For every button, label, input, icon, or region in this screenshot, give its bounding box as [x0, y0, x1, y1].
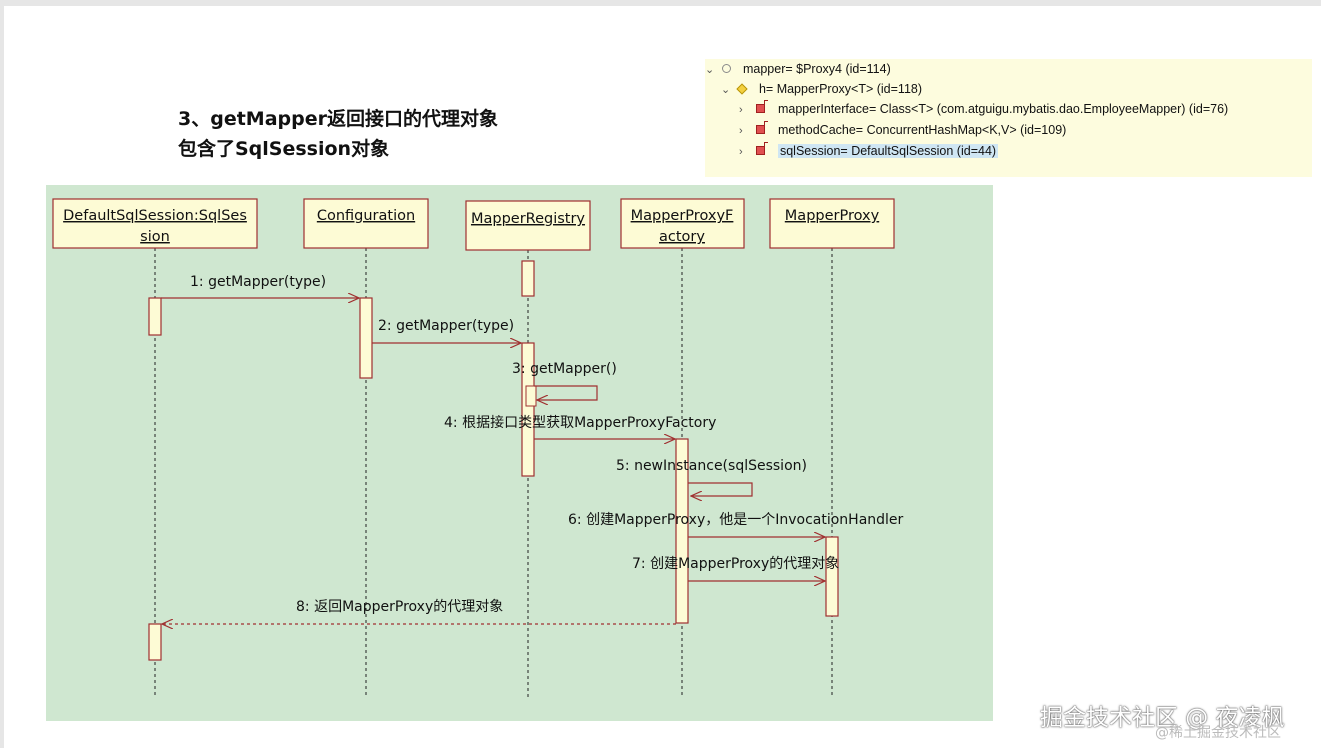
chevron-right-icon[interactable]: ›	[739, 146, 743, 158]
lifeline-label-default-sql-session-line2: sion	[140, 229, 170, 245]
final-field-icon	[756, 142, 769, 156]
activation-bar-session-1	[148, 297, 162, 336]
debug-row-text: h= MapperProxy<T> (id=118)	[758, 82, 923, 96]
message-arrow-3	[534, 385, 598, 400]
local-variable-icon	[722, 64, 732, 74]
activation-bar-configuration	[359, 297, 373, 379]
message-label-7: 7: 创建MapperProxy的代理对象	[632, 556, 839, 572]
debug-row-h[interactable]: ⌄ h= MapperProxy<T> (id=118)	[721, 79, 922, 99]
lifeline-box-mapper-registry	[465, 200, 591, 251]
lifeline-box-mapper-proxy-factory	[620, 198, 745, 249]
activation-bar-registry-top	[521, 260, 535, 297]
final-field-icon	[756, 100, 769, 114]
debug-row-text: mapperInterface= Class<T> (com.atguigu.m…	[777, 102, 1229, 116]
message-arrow-5	[688, 482, 753, 496]
lifeline-label-mapper-proxy-factory-line1: MapperProxyF	[631, 208, 734, 224]
chevron-right-icon[interactable]: ›	[739, 125, 743, 137]
message-label-2: 2: getMapper(type)	[378, 318, 514, 334]
chevron-down-icon[interactable]: ⌄	[721, 84, 731, 96]
watermark-sub: @稀土掘金技术社区	[1155, 725, 1281, 741]
lifeline-label-mapper-proxy-factory-line2: actory	[659, 229, 705, 245]
slide-title-line-2: 包含了SqlSession对象	[178, 138, 390, 160]
debug-row-mapper-interface[interactable]: › mapperInterface= Class<T> (com.atguigu…	[739, 99, 1228, 119]
lifeline-label-default-sql-session-line1: DefaultSqlSession:SqlSes	[63, 208, 247, 224]
lifeline-label-mapper-proxy: MapperProxy	[785, 208, 880, 224]
message-label-3: 3: getMapper()	[512, 361, 617, 377]
activation-bar-registry-nested	[525, 385, 537, 407]
debug-row-method-cache[interactable]: › methodCache= ConcurrentHashMap<K,V> (i…	[739, 120, 1066, 140]
lifeline-box-mapper-proxy	[769, 198, 895, 249]
debug-row-text: methodCache= ConcurrentHashMap<K,V> (id=…	[777, 123, 1067, 137]
lifeline-box-default-sql-session	[52, 198, 258, 249]
left-border	[0, 0, 4, 748]
message-label-1: 1: getMapper(type)	[190, 274, 326, 290]
message-label-5: 5: newInstance(sqlSession)	[616, 458, 807, 474]
debug-row-text-selected: sqlSession= DefaultSqlSession (id=44)	[777, 144, 999, 158]
watermark: 掘金技术社区 @ 夜凌枫	[1040, 705, 1285, 731]
chevron-down-icon[interactable]: ⌄	[705, 64, 715, 76]
message-label-8: 8: 返回MapperProxy的代理对象	[296, 599, 503, 615]
debug-row-mapper[interactable]: ⌄ mapper= $Proxy4 (id=114)	[705, 59, 891, 79]
activation-bar-registry	[521, 342, 535, 477]
message-label-4: 4: 根据接口类型获取MapperProxyFactory	[444, 414, 716, 431]
debug-row-text: mapper= $Proxy4 (id=114)	[742, 62, 891, 76]
debugger-variables-panel: ⌄ mapper= $Proxy4 (id=114) ⌄ h= MapperPr…	[705, 59, 1312, 177]
debug-row-sql-session[interactable]: › sqlSession= DefaultSqlSession (id=44)	[739, 141, 999, 161]
message-label-6: 6: 创建MapperProxy，他是一个InvocationHandler	[568, 512, 904, 528]
final-field-icon	[756, 121, 769, 135]
lifeline-label-mapper-registry: MapperRegistry	[471, 211, 585, 227]
lifeline-box-configuration	[303, 198, 429, 249]
activation-bar-factory	[675, 438, 689, 624]
slide-title: 3、getMapper返回接口的代理对象 包含了SqlSession对象	[178, 104, 498, 164]
lifeline-label-configuration: Configuration	[317, 208, 415, 224]
slide-title-line-1: 3、getMapper返回接口的代理对象	[178, 108, 498, 130]
activation-bar-mapper-proxy	[825, 536, 839, 617]
chevron-right-icon[interactable]: ›	[739, 104, 743, 116]
top-border	[0, 0, 1321, 6]
sequence-diagram-background	[46, 185, 993, 721]
activation-bar-session-2	[148, 623, 162, 661]
